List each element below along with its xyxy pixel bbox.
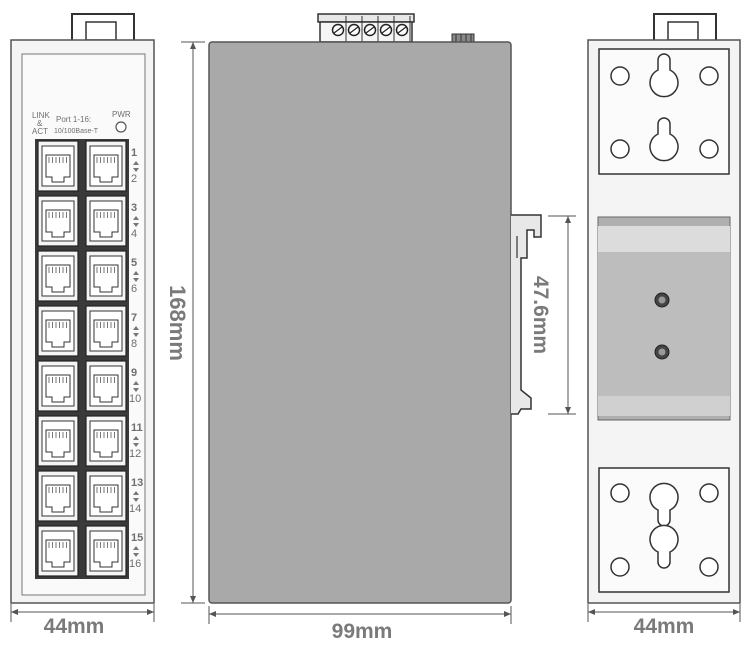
led-up-triangle-icon [133,161,139,165]
keyhole-slot-icon [649,53,679,98]
din-rail-bracket [597,216,731,421]
port-number: 9 [131,367,137,379]
back-view: 44mm [587,13,741,638]
rj45-port [85,415,127,467]
back-width-label: 44mm [634,615,695,638]
mount-hole-icon [610,483,630,503]
port-label-1: Port 1-16: [56,115,91,124]
port-number: 1 [131,147,137,159]
link-label-2: & [37,119,43,128]
keyhole-slot-icon [649,524,679,569]
port-number: 6 [131,283,137,295]
pwr-led-icon [115,121,127,133]
rj45-port [85,360,127,412]
screw-icon [654,344,670,360]
mount-hole-icon [699,66,719,86]
port-number: 15 [131,532,143,544]
port-label-2: 10/100Base-T [54,128,99,135]
front-view: LINK & ACT Port 1-16: 10/100Base-T PWR 1… [10,13,155,638]
terminal-block [317,13,415,43]
terminal-screw-icon [363,16,379,42]
led-up-triangle-icon [133,216,139,220]
led-up-triangle-icon [133,491,139,495]
terminal-screw-icon [347,16,363,42]
mount-hole-icon [610,139,630,159]
led-down-triangle-icon [133,168,139,172]
port-number: 7 [131,312,137,324]
rj45-port [37,305,79,357]
port-number: 3 [131,202,137,214]
side-view: 47.6mm 168mm 99mm [165,13,576,643]
rj45-port [37,195,79,247]
mount-hole-icon [699,139,719,159]
din-height-label: 47.6mm [529,276,552,354]
rj45-port [37,525,79,577]
din-rail-clip [511,214,542,415]
led-up-triangle-icon [133,271,139,275]
rj45-port [85,250,127,302]
port-led-indicators [133,161,139,557]
port-number: 8 [131,338,137,350]
port-number: 16 [129,558,141,570]
port-number: 11 [131,422,143,434]
rj45-port [85,305,127,357]
port-number: 12 [129,448,141,460]
led-down-triangle-icon [133,388,139,392]
led-up-triangle-icon [133,326,139,330]
terminal-screw-icon [395,16,411,42]
rj45-port [37,250,79,302]
terminal-screw-icon [379,16,395,42]
mount-hole-icon [699,483,719,503]
rj45-port [37,140,79,192]
front-width-label: 44mm [44,615,105,638]
mount-hole-icon [610,557,630,577]
port-number: 10 [129,393,141,405]
link-label-1: LINK [32,111,50,120]
ground-screw-icon [451,33,475,43]
link-label-3: ACT [32,127,48,136]
port-number: 5 [131,257,137,269]
led-up-triangle-icon [133,436,139,440]
led-down-triangle-icon [133,278,139,282]
port-number: 4 [131,228,137,240]
led-down-triangle-icon [133,333,139,337]
port-number: 13 [131,477,143,489]
led-up-triangle-icon [133,381,139,385]
height-label: 168mm [165,285,190,361]
mount-hole-icon [699,557,719,577]
port-number: 14 [129,503,141,515]
rj45-port [85,195,127,247]
rj45-port [85,140,127,192]
rj45-port [37,470,79,522]
rj45-port [37,415,79,467]
rj45-port [85,470,127,522]
led-down-triangle-icon [133,498,139,502]
keyhole-slot-icon [649,117,679,162]
rj45-port-grid [37,140,127,577]
rj45-port [85,525,127,577]
led-down-triangle-icon [133,553,139,557]
pwr-label: PWR [112,110,131,119]
mount-hole-icon [610,66,630,86]
led-down-triangle-icon [133,223,139,227]
port-number: 2 [131,173,137,185]
led-down-triangle-icon [133,443,139,447]
depth-label: 99mm [332,620,393,643]
rj45-port [37,360,79,412]
screw-icon [654,292,670,308]
side-body [208,41,512,604]
terminal-screw-icon [331,16,347,42]
led-up-triangle-icon [133,546,139,550]
